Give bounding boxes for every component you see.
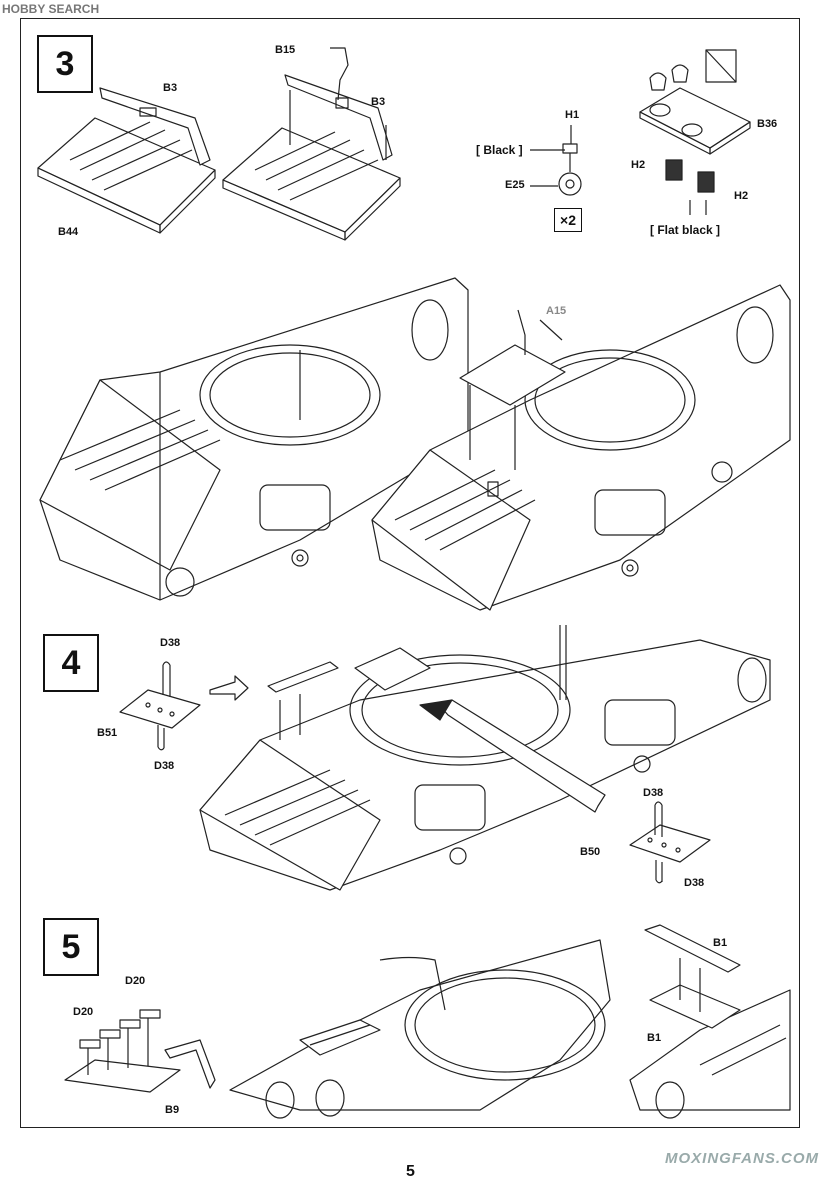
part-label-d20-left: D20 [73,1006,94,1018]
part-label-b1-bottom: B1 [647,1032,662,1044]
part-label-d38-bottom: D38 [154,760,175,772]
step4-hull-drawing [200,625,770,890]
part-label-d20-top: D20 [125,975,146,987]
part-label-d38-right-top: D38 [643,787,664,799]
part-label-b15: B15 [275,44,296,56]
step3-hull-right-drawing [372,285,790,610]
part-label-h2-left: H2 [631,159,646,171]
part-label-b1-top: B1 [713,937,728,949]
page-frame [20,18,800,1128]
step-3-number: 3 [37,35,93,93]
step3-left-plate-drawing [38,88,215,233]
step3-parts-drawing [530,50,750,215]
part-label-h1: H1 [565,109,580,121]
part-label-b3-left: B3 [163,82,178,94]
step3-hull-left-drawing [40,278,468,600]
step-4-number: 4 [43,634,99,692]
part-label-d38-right-bottom: D38 [684,877,705,889]
part-label-h2-right: H2 [734,190,749,202]
part-label-a15: A15 [546,305,567,317]
quantity-badge: ×2 [554,208,582,232]
part-label-b44: B44 [58,226,79,238]
step5-hull-drawing [230,940,610,1118]
part-label-b9: B9 [165,1104,180,1116]
paint-note-flat-black: [ Flat black ] [650,223,721,237]
paint-note-black: [ Black ] [476,143,523,157]
part-label-b3-right: B3 [371,96,386,108]
step-5-number: 5 [43,918,99,976]
part-label-b51: B51 [97,727,118,739]
step4-parts-left-drawing [120,662,248,750]
watermark-top: HOBBY SEARCH [2,2,100,16]
watermark-bottom: MOXINGFANS.COM [664,1150,819,1167]
step3-mid-plate-drawing [223,48,400,240]
step5-parts-left-drawing [65,1010,215,1092]
part-label-b50: B50 [580,846,601,858]
part-label-b36: B36 [757,118,778,130]
part-label-d38-top: D38 [160,637,181,649]
part-label-e25: E25 [505,179,525,191]
step4-parts-right-drawing [630,802,710,883]
step5-hull-right-drawing [630,925,790,1118]
page-number: 5 [406,1163,415,1180]
